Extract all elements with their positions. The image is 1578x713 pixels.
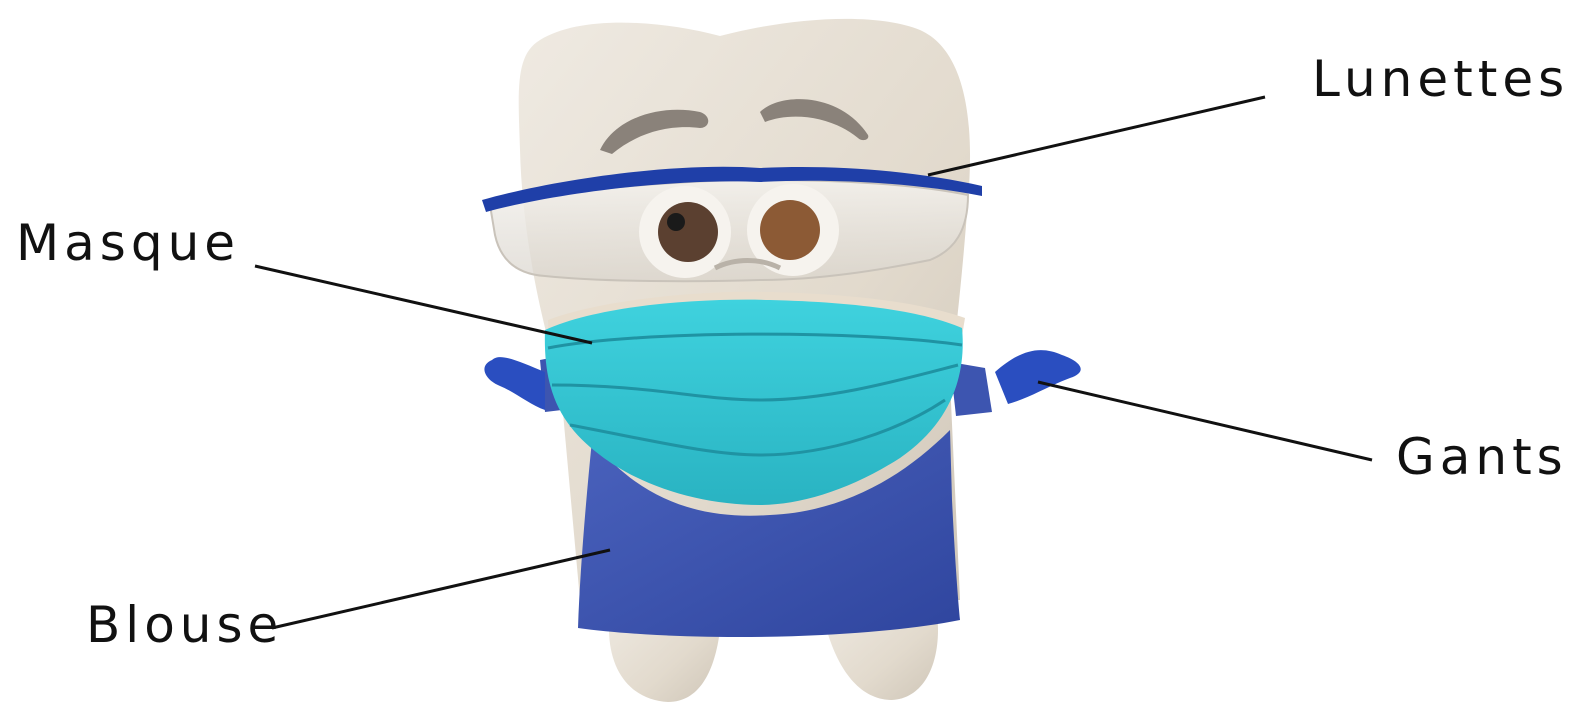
leader-line-lunettes	[928, 97, 1265, 175]
left-glove	[484, 357, 545, 410]
right-glove	[995, 350, 1081, 404]
left-eye-shine	[667, 213, 685, 231]
label-blouse: Blouse	[86, 600, 283, 650]
label-gants: Gants	[1396, 432, 1568, 482]
leader-line-gants	[1038, 382, 1372, 460]
label-masque: Masque	[16, 218, 240, 268]
label-lunettes: Lunettes	[1312, 54, 1569, 104]
right-eye-pupil	[760, 200, 820, 260]
leader-line-blouse	[272, 550, 610, 628]
left-eye-pupil	[658, 202, 718, 262]
